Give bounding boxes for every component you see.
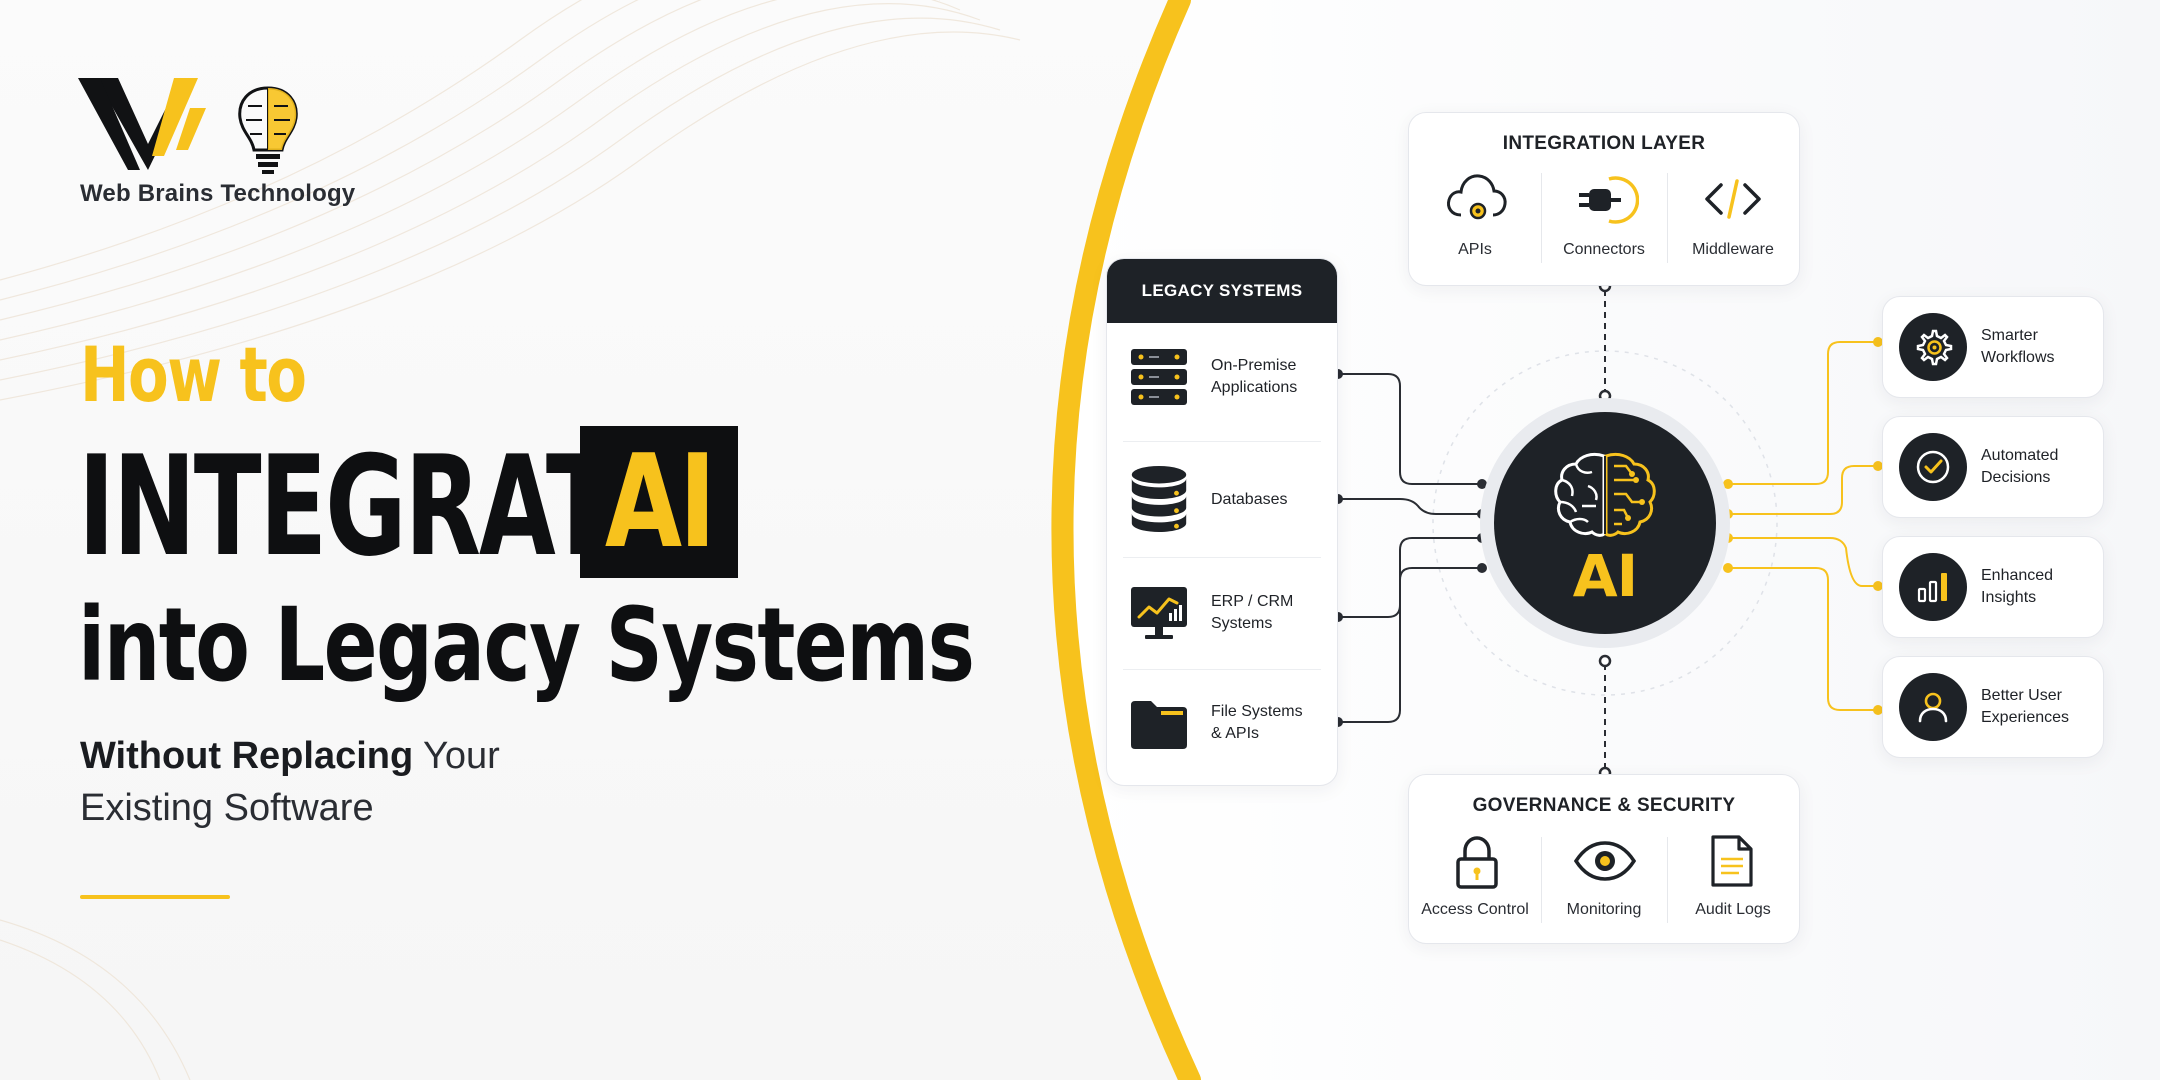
outcome-line2: Workflows (1981, 349, 2055, 366)
monitor-chart-icon (1131, 587, 1187, 639)
outcome-line1: Smarter (1981, 327, 2038, 344)
divider (1667, 173, 1668, 263)
brain-icon (1554, 452, 1656, 537)
gear-icon (1916, 329, 1953, 366)
legacy-item-file-systems: File Systems & APIs (1123, 669, 1323, 769)
bar-chart-icon (1917, 573, 1947, 603)
legacy-item-label: ERP / CRM Systems (1211, 591, 1293, 635)
folder-icon (1131, 701, 1187, 749)
outcome-line2: Decisions (1981, 469, 2051, 486)
row-divider (1123, 557, 1321, 558)
legacy-item-label: Databases (1211, 489, 1288, 511)
outcome-icon-circle (1899, 433, 1967, 501)
legacy-item-line1: Databases (1211, 491, 1288, 508)
cloud-gear-icon (1447, 174, 1507, 220)
outcome-icon-circle (1899, 313, 1967, 381)
database-icon (1131, 465, 1187, 533)
governance-item-monitoring: Monitoring (1566, 901, 1642, 918)
subtitle: Without Replacing Your Existing Software (80, 730, 500, 834)
headline-how-to: How to (80, 330, 307, 419)
legacy-item-databases: Databases (1123, 447, 1323, 547)
code-icon (1705, 179, 1761, 219)
headline-integrate: INTEGRATE (78, 426, 679, 587)
governance-item-audit-logs: Audit Logs (1695, 901, 1771, 918)
subtitle-line2: Existing Software (80, 787, 374, 829)
legacy-item-erp-crm: ERP / CRM Systems (1123, 559, 1323, 659)
legacy-item-line1: On-Premise (1211, 357, 1297, 374)
legacy-item-line1: File Systems (1211, 703, 1303, 720)
ai-hub: AI (1480, 398, 1730, 648)
accent-underline (80, 895, 230, 899)
outcome-line2: Insights (1981, 589, 2037, 606)
outcome-line1: Automated (1981, 447, 2059, 464)
headline-ai: AI (604, 427, 716, 577)
integration-layer-card: INTEGRATION LAYER APIs Connectors Middle… (1408, 112, 1800, 286)
document-icon (1711, 835, 1753, 887)
legacy-item-line2: Applications (1211, 379, 1298, 396)
legacy-item-line1: ERP / CRM (1211, 593, 1294, 610)
row-divider (1123, 441, 1321, 442)
plug-icon (1579, 176, 1639, 224)
governance-security-card: GOVERNANCE & SECURITY Access Control Mon… (1408, 774, 1800, 944)
governance-item-access-control: Access Control (1421, 901, 1529, 918)
governance-title: GOVERNANCE & SECURITY (1472, 795, 1736, 816)
row-divider (1123, 669, 1321, 670)
ai-hub-core: AI (1494, 412, 1716, 634)
divider (1541, 837, 1542, 923)
divider (1667, 837, 1668, 923)
divider (1541, 173, 1542, 263)
check-circle-icon (1916, 450, 1950, 484)
lock-icon (1456, 836, 1498, 889)
outcome-icon-circle (1899, 553, 1967, 621)
headline-into-legacy: into Legacy Systems (78, 586, 975, 705)
legacy-item-line2: Systems (1211, 615, 1273, 632)
brand-logo (78, 78, 298, 174)
legacy-systems-title: LEGACY SYSTEMS (1107, 259, 1337, 323)
outcome-line1: Enhanced (1981, 567, 2054, 584)
outcome-icon-circle (1899, 673, 1967, 741)
outcome-line2: Experiences (1981, 709, 2070, 726)
integration-item-middleware: Middleware (1692, 241, 1774, 258)
outcome-line1: Better User (1981, 687, 2062, 704)
eye-icon (1573, 841, 1637, 881)
integration-layer-title: INTEGRATION LAYER (1502, 133, 1706, 154)
headline-ai-box: AI (580, 426, 738, 578)
integration-item-apis: APIs (1458, 241, 1492, 258)
legacy-item-label: File Systems & APIs (1211, 701, 1303, 745)
integration-item-connectors: Connectors (1563, 241, 1645, 258)
server-icon (1131, 349, 1187, 405)
legacy-item-line2: & APIs (1211, 725, 1260, 742)
subtitle-bold: Without Replacing (80, 735, 414, 777)
ai-hub-label: AI (1572, 542, 1638, 610)
user-icon (1918, 692, 1948, 723)
brand-name: Web Brains Technology (80, 180, 356, 207)
subtitle-rest: Your (413, 735, 500, 777)
